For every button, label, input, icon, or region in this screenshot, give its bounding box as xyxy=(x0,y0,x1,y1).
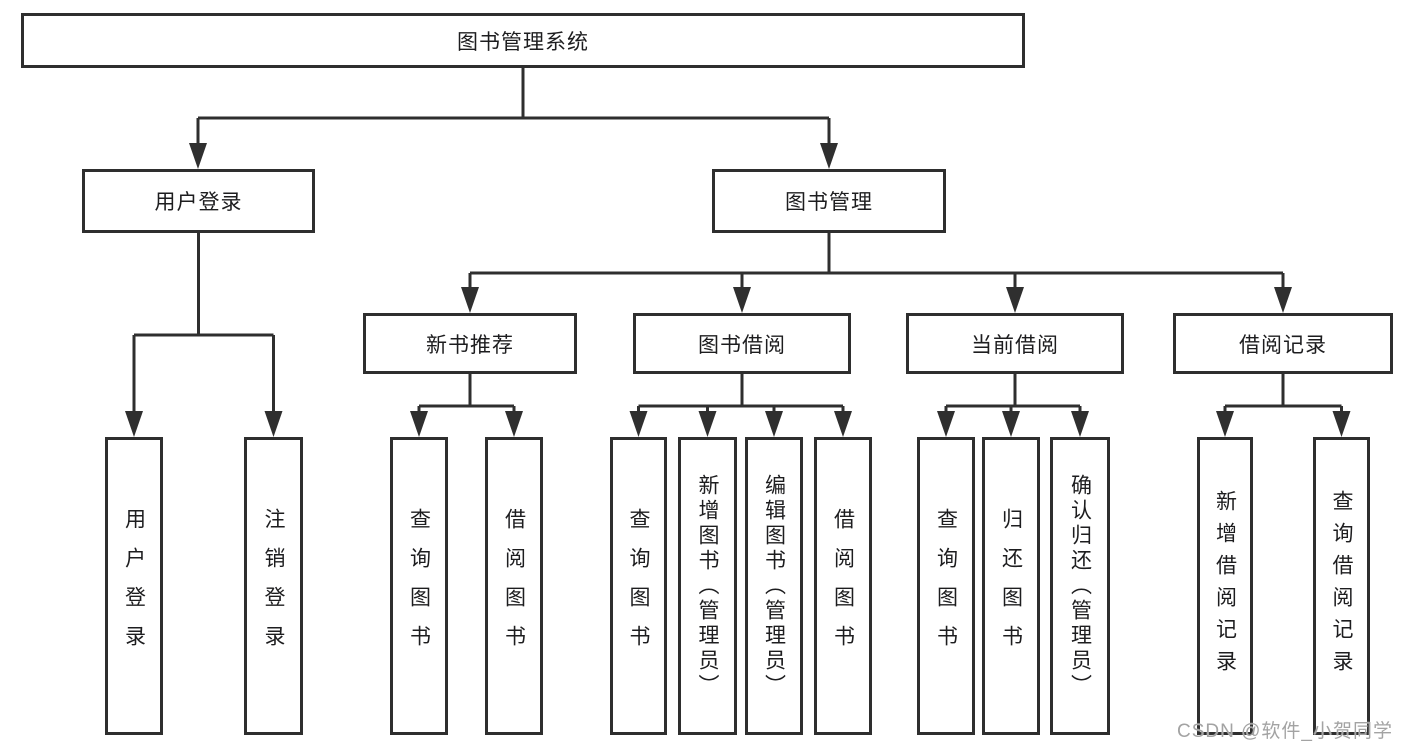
arrowhead-down-icon xyxy=(1071,411,1089,437)
node-borrow-records: 借阅记录 xyxy=(1173,313,1393,374)
leaf-logout: 注销登录 xyxy=(244,437,303,735)
node-label: 图书管理系统 xyxy=(457,30,589,54)
leaf-borrow-books-2: 借阅图书 xyxy=(814,437,872,735)
leaf-add-borrow-record: 新增借阅记录 xyxy=(1197,437,1253,735)
node-label: 确认归还（管理员） xyxy=(1068,473,1092,699)
node-book-borrow: 图书借阅 xyxy=(633,313,851,374)
node-label: 编辑图书（管理员） xyxy=(762,473,786,699)
arrowhead-down-icon xyxy=(125,411,143,437)
leaf-confirm-return-admin: 确认归还（管理员） xyxy=(1050,437,1110,735)
arrowhead-down-icon xyxy=(820,143,838,169)
node-label: 用户登录 xyxy=(154,191,243,214)
node-label: 借阅图书 xyxy=(502,508,526,664)
arrowhead-down-icon xyxy=(765,411,783,437)
node-label: 用户登录 xyxy=(122,508,146,664)
node-label: 查询图书 xyxy=(407,508,431,664)
node-label: 查询图书 xyxy=(934,508,958,664)
node-label: 注销登录 xyxy=(262,508,285,664)
leaf-query-borrow-record: 查询借阅记录 xyxy=(1313,437,1370,735)
leaf-user-login: 用户登录 xyxy=(105,437,163,735)
node-label: 新增图书（管理员） xyxy=(696,473,719,699)
node-label: 归还图书 xyxy=(999,508,1023,664)
arrowhead-down-icon xyxy=(505,411,523,437)
arrowhead-down-icon xyxy=(937,411,955,437)
leaf-query-books-2: 查询图书 xyxy=(610,437,667,735)
arrowhead-down-icon xyxy=(1332,411,1351,437)
leaf-borrow-books-1: 借阅图书 xyxy=(485,437,543,735)
leaf-return-book: 归还图书 xyxy=(982,437,1040,735)
node-label: 查询图书 xyxy=(627,508,650,664)
node-user-login: 用户登录 xyxy=(82,169,315,233)
arrowhead-down-icon xyxy=(629,411,648,437)
leaf-query-books-1: 查询图书 xyxy=(390,437,448,735)
node-label: 当前借阅 xyxy=(971,333,1059,357)
leaf-edit-book-admin: 编辑图书（管理员） xyxy=(745,437,803,735)
node-label: 新书推荐 xyxy=(426,333,514,357)
arrowhead-down-icon xyxy=(410,411,428,437)
node-library-management-system: 图书管理系统 xyxy=(21,13,1025,68)
node-label: 图书借阅 xyxy=(698,333,786,357)
node-current-borrow: 当前借阅 xyxy=(906,313,1124,374)
arrowhead-down-icon xyxy=(1006,287,1024,313)
node-label: 图书管理 xyxy=(785,191,873,214)
node-label: 新增借阅记录 xyxy=(1213,490,1237,682)
arrowhead-down-icon xyxy=(1274,287,1292,313)
arrowhead-down-icon xyxy=(698,411,717,437)
arrowhead-down-icon xyxy=(264,411,283,437)
node-new-book-recommend: 新书推荐 xyxy=(363,313,577,374)
arrowhead-down-icon xyxy=(834,411,852,437)
node-label: 借阅图书 xyxy=(831,508,855,664)
leaf-add-book-admin: 新增图书（管理员） xyxy=(678,437,737,735)
arrowhead-down-icon xyxy=(1002,411,1020,437)
leaf-query-books-3: 查询图书 xyxy=(917,437,975,735)
node-book-management: 图书管理 xyxy=(712,169,946,233)
node-label: 查询借阅记录 xyxy=(1330,490,1353,682)
arrowhead-down-icon xyxy=(189,143,207,169)
arrowhead-down-icon xyxy=(733,287,751,313)
node-label: 借阅记录 xyxy=(1239,333,1327,357)
arrowhead-down-icon xyxy=(1216,411,1234,437)
watermark: CSDN @软件_小贺同学 xyxy=(1177,721,1393,742)
arrowhead-down-icon xyxy=(461,287,479,313)
